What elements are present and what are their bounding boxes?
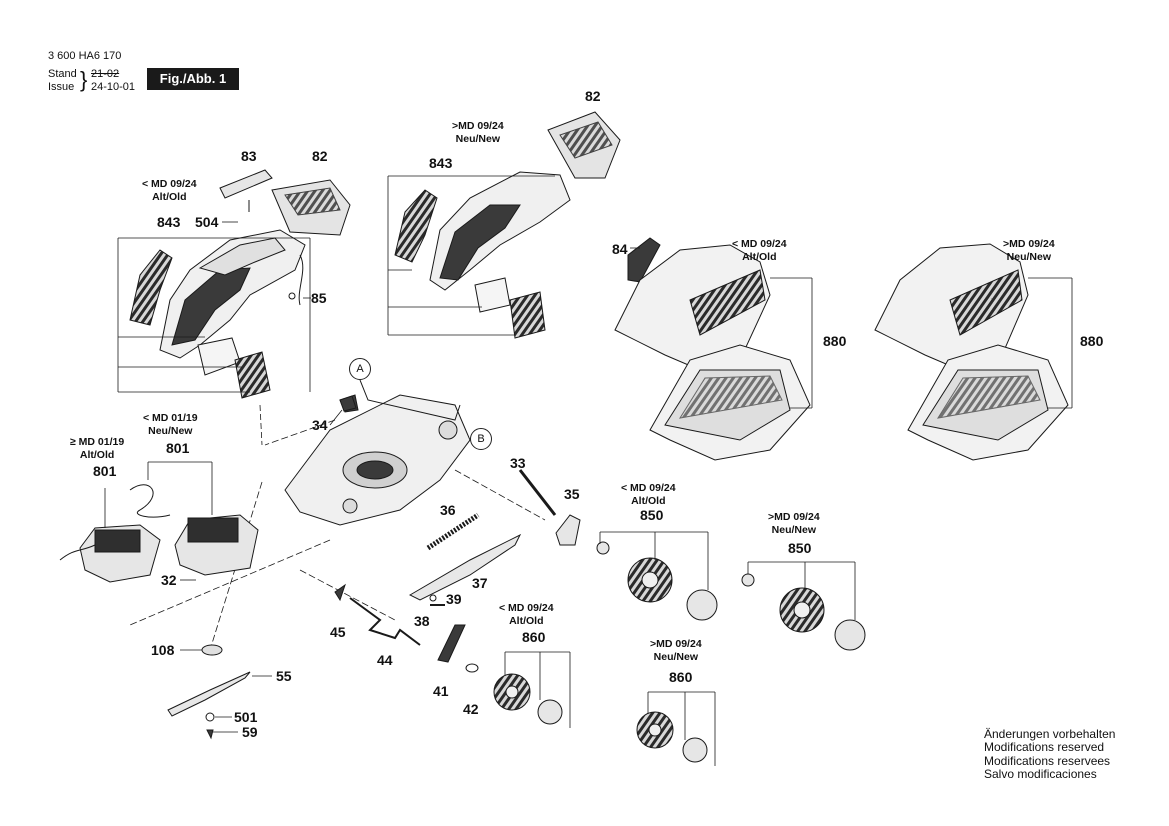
part-number-801: 801 [166, 440, 190, 456]
notes-block: Änderungen vorbehalten Modifications res… [984, 727, 1116, 782]
small-parts-illustration [167, 395, 581, 740]
part-number-44: 44 [377, 652, 393, 668]
grass-box-new-illustration [874, 243, 1069, 461]
note-line: Änderungen vorbehalten [984, 727, 1116, 741]
front-wheel-old-illustration [493, 673, 563, 725]
document-number: 3 600 HA6 170 [48, 50, 122, 62]
part-number-36: 36 [440, 502, 456, 518]
part-number-82: 82 [312, 148, 328, 164]
part-number-85: 85 [311, 290, 327, 306]
part-number-860: 860 [522, 629, 546, 645]
handle-old-illustration [129, 169, 351, 399]
callout-a: A [349, 358, 371, 380]
part-number-38: 38 [414, 613, 430, 629]
part-number-850: 850 [640, 507, 664, 523]
grass-box-old-illustration [614, 237, 811, 461]
brace-glyph: } [80, 67, 88, 92]
issue-value: 24-10-01 [91, 81, 136, 93]
front-wheel-new-illustration [636, 711, 708, 763]
callout-b: B [470, 428, 492, 450]
rear-wheel-old-illustration [596, 541, 718, 621]
part-number-41: 41 [433, 683, 449, 699]
switch-box-illustration [59, 484, 259, 583]
part-number-45: 45 [330, 624, 346, 640]
part-number-801: 801 [93, 463, 117, 479]
stand-label: Stand [48, 68, 77, 80]
part-number-84: 84 [612, 241, 628, 257]
part-number-880: 880 [823, 333, 847, 349]
issue-label: Issue [48, 81, 75, 93]
part-number-501: 501 [234, 709, 258, 725]
part-number-35: 35 [564, 486, 580, 502]
part-number-880: 880 [1080, 333, 1104, 349]
part-number-860: 860 [669, 669, 693, 685]
part-number-42: 42 [463, 701, 479, 717]
part-number-108: 108 [151, 642, 175, 658]
part-number-55: 55 [276, 668, 292, 684]
part-number-850: 850 [788, 540, 812, 556]
part-number-82: 82 [585, 88, 601, 104]
part-number-39: 39 [446, 591, 462, 607]
part-number-32: 32 [161, 572, 177, 588]
stand-value: 21-02 [91, 68, 120, 80]
note-line: Salvo modificaciones [984, 767, 1097, 782]
part-number-59: 59 [242, 724, 258, 740]
handle-new-illustration [394, 111, 621, 339]
part-number-843: 843 [429, 155, 453, 171]
part-number-37: 37 [472, 575, 488, 591]
part-number-843: 843 [157, 214, 181, 230]
part-number-83: 83 [241, 148, 257, 164]
part-number-504: 504 [195, 214, 219, 230]
figure-label: Fig./Abb. 1 [147, 68, 239, 90]
part-number-33: 33 [510, 455, 526, 471]
part-number-34: 34 [312, 417, 328, 433]
note-line: Modifications reservees [984, 753, 1111, 768]
note-line: Modifications reserved [984, 740, 1105, 755]
rear-wheel-new-illustration [741, 573, 866, 651]
